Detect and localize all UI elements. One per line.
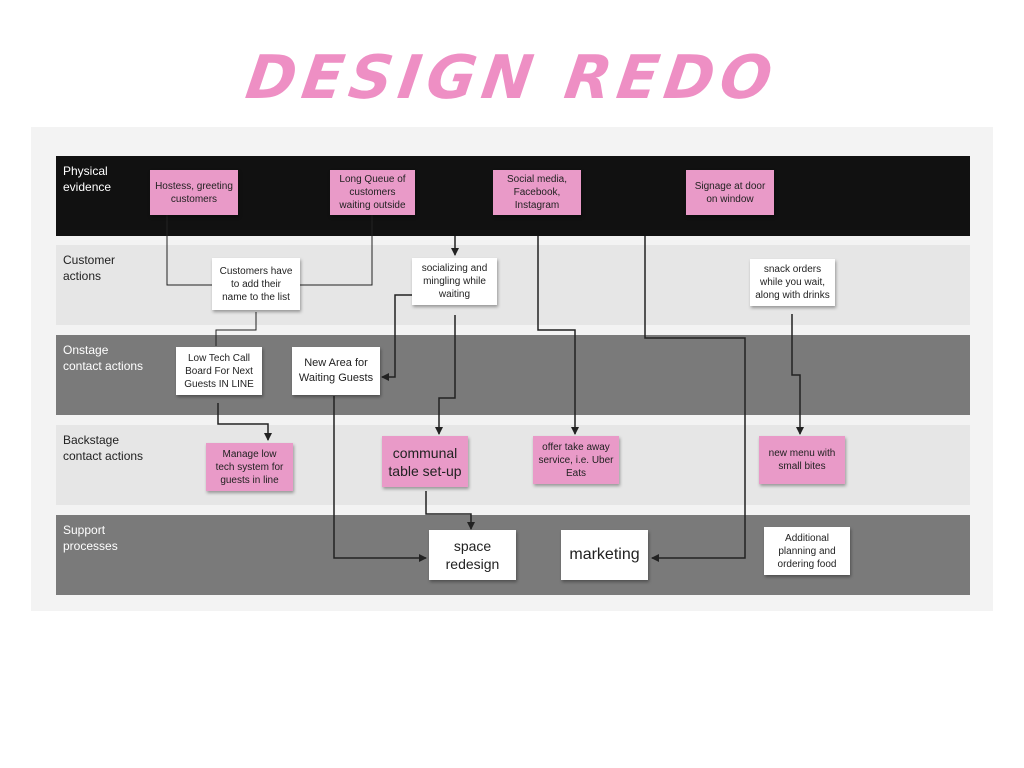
lane-label-onstage-contact-actions: Onstage contact actions (63, 343, 144, 373)
lane-label-backstage-contact-actions: Backstage contact actions (63, 433, 144, 463)
connector-communal-to-space (425, 491, 475, 530)
connector-addname-to-callboard (215, 312, 257, 346)
connector-signage-to-marketing (644, 236, 746, 562)
note-new-menu: new menu with small bites (759, 436, 845, 484)
connector-newarea-to-space (333, 396, 427, 562)
note-social-media: Social media, Facebook, Instagram (493, 170, 581, 215)
note-communal-table: communal table set-up (382, 436, 468, 487)
note-snack-orders: snack orders while you wait, along with … (750, 259, 835, 306)
lane-label-support-processes: Support processes (63, 523, 118, 553)
note-call-board: Low Tech Call Board For Next Guests IN L… (176, 347, 262, 395)
note-add-name: Customers have to add their name to the … (212, 258, 300, 310)
connector-callboard-to-manage (217, 403, 272, 441)
connector-hostess-to-add-name (166, 215, 212, 286)
connector-socializing-to-newarea (381, 294, 412, 381)
note-hostess-greeting: Hostess, greeting customers (150, 170, 238, 215)
connector-queue-to-add-name (300, 215, 373, 286)
note-signage: Signage at door on window (686, 170, 774, 215)
note-new-area: New Area for Waiting Guests (292, 347, 380, 395)
note-marketing: marketing (561, 530, 648, 580)
note-additional-planning: Additional planning and ordering food (764, 527, 850, 575)
connector-socializing-to-communal (435, 315, 456, 435)
connector-snack-to-menu (791, 314, 804, 435)
note-long-queue: Long Queue of customers waiting outside (330, 170, 415, 215)
note-space-redesign: space redesign (429, 530, 516, 580)
connector-social-to-takeaway (537, 236, 579, 435)
note-take-away: offer take away service, i.e. Uber Eats (533, 436, 619, 484)
lane-label-customer-actions: Customer actions (63, 253, 116, 283)
note-socializing: socializing and mingling while waiting (412, 258, 497, 305)
lane-label-physical-evidence: Physical evidence (63, 164, 112, 194)
note-manage-low-tech: Manage low tech system for guests in lin… (206, 443, 293, 491)
